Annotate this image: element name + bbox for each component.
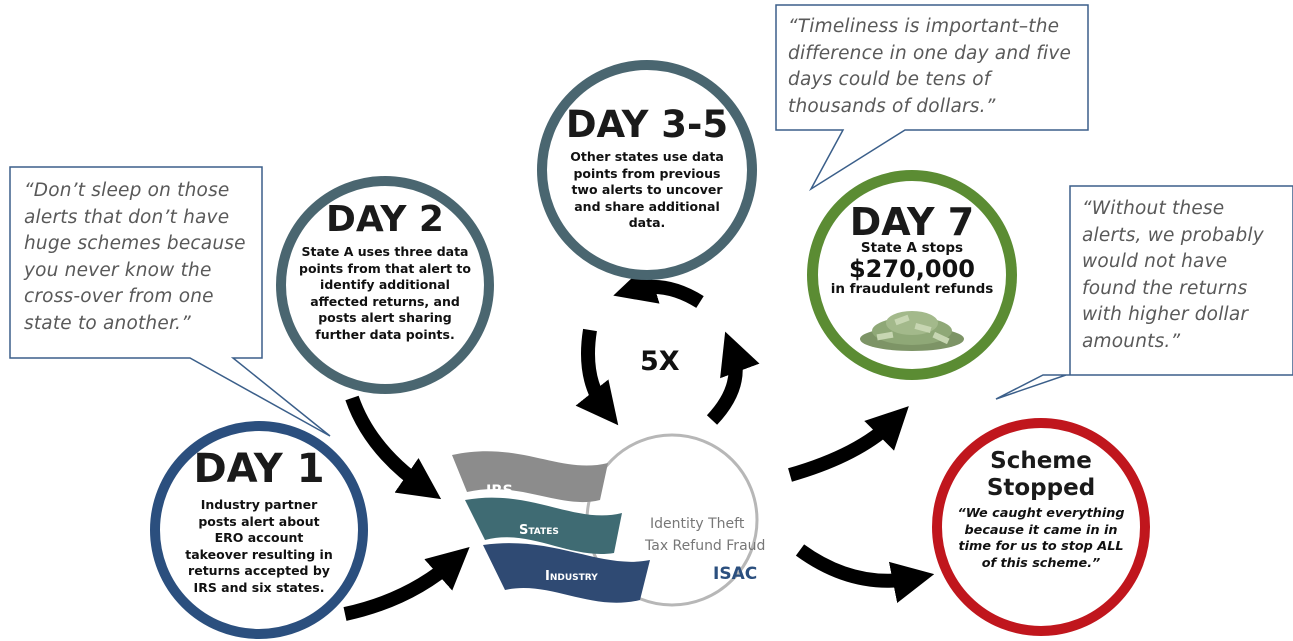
day3-5-circle: DAY 3-5 Other states use data points fro… xyxy=(537,60,757,280)
callout-right-quote: “Without these alerts, we probably would… xyxy=(1082,198,1264,352)
arrow-day1-to-isac xyxy=(343,546,470,621)
callout-right-box xyxy=(995,185,1293,400)
arrow-day2-to-isac xyxy=(345,395,442,500)
logo-irs-label: IRS xyxy=(486,483,514,499)
irs-band xyxy=(452,451,608,503)
scheme-stopped-title: Scheme Stopped xyxy=(986,448,1096,501)
arrow-loop-to-day35 xyxy=(613,263,704,309)
day1-circle: DAY 1 Industry partner posts alert about… xyxy=(150,421,368,639)
day7-line1: State A stops xyxy=(860,240,964,256)
logo-states-label: States xyxy=(519,523,559,538)
scheme-stopped-quote: “We caught everything because it came in… xyxy=(957,506,1125,571)
arrow-isac-to-stopped xyxy=(795,544,935,603)
money-pile-icon xyxy=(860,311,964,351)
day7-circle: DAY 7 State A stops $270,000 in fraudule… xyxy=(807,170,1017,380)
arrow-loop-up-right xyxy=(706,331,760,425)
callout-top-box xyxy=(775,4,1089,192)
day2-text: State A uses three data points from that… xyxy=(299,244,471,342)
day1-title: DAY 1 xyxy=(193,446,325,492)
day7-title: DAY 7 xyxy=(849,200,975,244)
logo-isac: ISAC xyxy=(713,564,758,584)
logo-identity-theft: Identity Theft xyxy=(650,516,745,532)
callout-top-quote: “Timeliness is important–the difference … xyxy=(788,16,1072,117)
repeat-5x-label: 5X xyxy=(640,346,680,377)
scheme-stopped-circle: Scheme Stopped “We caught everything bec… xyxy=(932,418,1150,636)
states-band xyxy=(465,497,622,555)
day3-5-text: Other states use data points from previo… xyxy=(570,149,724,230)
logo-tax-refund-fraud: Tax Refund Fraud xyxy=(645,538,766,554)
day3-5-title: DAY 3-5 xyxy=(565,103,729,146)
arrow-loop-down-left xyxy=(575,328,619,426)
day7-line2: in fraudulent refunds xyxy=(830,281,994,297)
industry-band xyxy=(483,543,650,603)
callout-left-quote: “Don’t sleep on those alerts that don’t … xyxy=(24,180,246,334)
callout-left-box xyxy=(9,166,331,437)
day2-title: DAY 2 xyxy=(326,199,444,240)
arrow-isac-to-day7 xyxy=(788,406,909,482)
day7-amount: $270,000 xyxy=(848,255,975,283)
day1-text: Industry partner posts alert about ERO a… xyxy=(185,497,333,595)
day2-circle: DAY 2 State A uses three data points fro… xyxy=(276,176,494,394)
logo-industry-label: Industry xyxy=(545,569,598,584)
